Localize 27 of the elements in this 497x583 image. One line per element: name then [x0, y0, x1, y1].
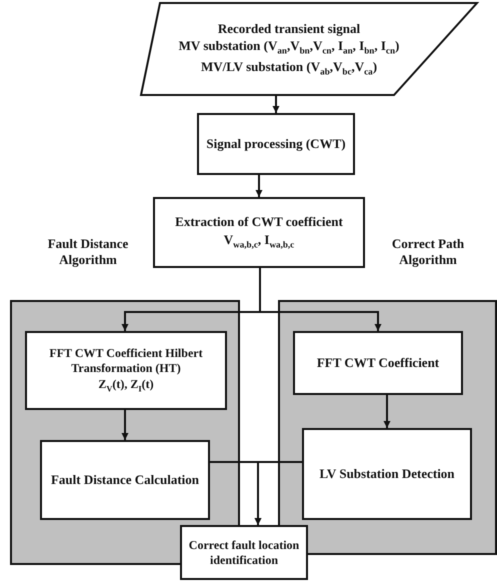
process-box	[302, 428, 472, 520]
node-text: FFT CWT Coefficient	[316, 355, 440, 371]
arrow	[256, 175, 262, 197]
process-box	[25, 331, 227, 410]
node-text: FFT CWT Coefficient Hilbert Transformation (HT)	[48, 346, 204, 376]
node-text: LV Substation Detection	[319, 466, 455, 482]
process-box	[197, 113, 355, 175]
process-box	[180, 525, 308, 580]
panel-heading: Correct Path Algorithm	[390, 236, 466, 268]
arrow	[384, 395, 390, 428]
process-box	[153, 197, 365, 268]
arrow	[122, 410, 128, 440]
node-text: MV substation (V$_{an}$,V$_{bn}$,V$_{cn}$, I$_{an}$, I$_{bn}$, I$_{cn}$)	[178, 38, 400, 57]
node-text: Extraction of CWT coefficient	[175, 214, 343, 230]
panel-heading: Fault Distance Algorithm	[46, 236, 130, 268]
node-text: Signal processing (CWT)	[206, 136, 346, 152]
input-parallelogram	[140, 2, 478, 96]
process-box	[40, 440, 210, 520]
node-text: V$_{wa,b,c}$, I$_{wa,b,c}$	[224, 232, 294, 251]
node-text: Correct fault location identification	[188, 538, 300, 567]
node-text: MV/LV substation (V$_{ab}$,V$_{bc}$,V$_{ca}$)	[200, 58, 378, 78]
process-box	[293, 331, 463, 395]
node-text: Fault Distance Calculation	[50, 472, 200, 488]
arrow	[254, 461, 302, 525]
arrow	[272, 96, 280, 113]
node-text: Z$_{V}$(t), Z$_{I}$(t)	[98, 377, 154, 395]
node-text: Recorded transient signal	[218, 20, 360, 36]
